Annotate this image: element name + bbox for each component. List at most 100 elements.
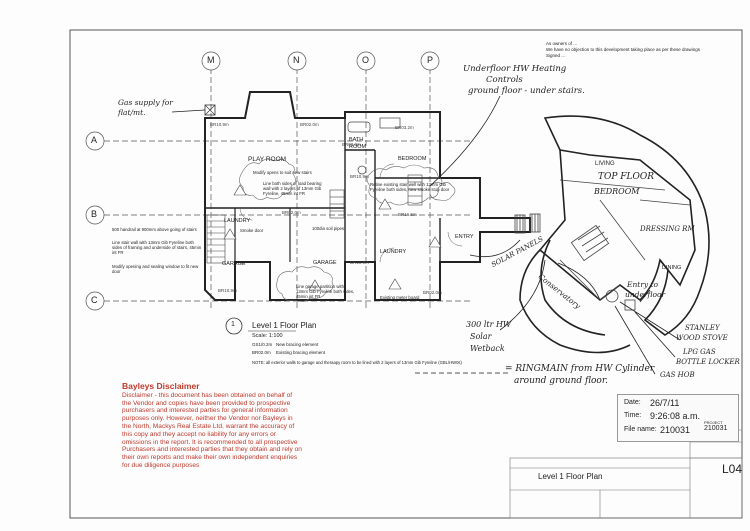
svg-text:BR16.5m: BR16.5m — [398, 212, 417, 217]
sheet-border — [69, 29, 743, 519]
grid-bubble-n — [287, 51, 307, 71]
note-line-garage-partition: Line garage partition with 13mm Gib Fyre… — [296, 284, 355, 299]
note-modify-opening: Modify opening and sealing window to fit… — [112, 264, 199, 274]
room-play-room: PLAY ROOM — [248, 156, 287, 163]
hw-gas-supply: Gas supply for flat/mt. — [118, 98, 173, 117]
room-laundry-center: LAUNDRY — [380, 249, 407, 255]
svg-text:BR02.0m: BR02.0m — [342, 142, 361, 147]
stamp-time-value: 9:26:08 a.m. — [650, 411, 701, 421]
note-existing-meter: Existing meter board — [380, 295, 420, 300]
svg-text:BR02.0m: BR02.0m — [423, 290, 442, 295]
svg-text:BR10.9m: BR10.9m — [350, 174, 369, 179]
hw-entry-underfloor-2: underfloor — [625, 290, 666, 299]
project-number: 210031 — [704, 425, 728, 432]
handwritten-leaders — [171, 95, 681, 375]
room-living: LIVING — [595, 161, 615, 167]
note-handrail: 500 handrail at 900mm above going of sta… — [112, 227, 197, 232]
hw-wetback: Wetback — [470, 344, 505, 353]
grid-row-c-label: C — [91, 295, 98, 305]
hw-stanley: STANLEY — [685, 324, 720, 332]
grid-col-o-label: O — [362, 55, 370, 65]
drawing-title: Level 1 Floor Plan — [538, 472, 603, 481]
svg-text:BR10.9m: BR10.9m — [210, 122, 229, 127]
stamp-time-label: Time: — [624, 412, 642, 419]
room-bedroom: BEDROOM — [398, 156, 427, 162]
svg-text:BR02.0m: BR02.0m — [300, 122, 319, 127]
bracing-markers — [223, 184, 442, 291]
sheet-number: L04 — [722, 462, 743, 476]
owner-note-2: We have no objection to this development… — [546, 47, 701, 52]
hw-lpg-gas: LPG GAS — [683, 348, 716, 356]
grid-bubble-o — [356, 51, 376, 71]
room-bath-room: BATH ROOM — [349, 137, 367, 150]
grid-bubble-a — [85, 131, 105, 151]
hw-controls: Controls — [486, 75, 523, 85]
hw-gas-hob: GAS HOB — [660, 371, 695, 379]
legend-scale: Scale: 1:100 — [252, 333, 283, 339]
stamp-file-value: 210031 — [660, 425, 691, 435]
hw-underfloor: Underfloor HW Heating — [463, 64, 567, 74]
hw-300-ltr: 300 ltr HW — [466, 320, 512, 329]
stamp-file-label: File name: — [624, 426, 657, 433]
note-walls-line: 100dia soil pipes — [312, 226, 345, 231]
hw-entry-underfloor-1: Entry to — [627, 280, 659, 289]
grid-columns — [201, 51, 440, 310]
owner-note-3: Signed ... — [546, 53, 566, 58]
level-marker — [225, 317, 243, 335]
grid-col-n-label: N — [293, 55, 300, 65]
note-new-smoke-stop: Retine existing stair well with 13mm Gib… — [370, 182, 450, 192]
room-laundry-left: LAUNDRY — [224, 218, 251, 224]
grid-bubble-p — [420, 51, 440, 71]
grid-bubble-b — [85, 205, 105, 225]
room-dressing-rm: DRESSING RM — [640, 225, 695, 233]
hw-ringmain: = RINGMAIN from HW Cylinder — [505, 364, 655, 374]
disclaimer-heading: Bayleys Disclaimer — [122, 381, 200, 391]
hw-solar: Solar — [470, 332, 492, 341]
note-line-stair-wall: Line stair wall with 13mm Gib Fyreline b… — [112, 240, 202, 255]
date-stamp: Date: 26/7/11 Time: 9:26:08 a.m. File na… — [617, 394, 739, 442]
svg-text:BR10.9m: BR10.9m — [218, 288, 237, 293]
grid-col-m-label: M — [207, 55, 215, 65]
room-bedroom-upper: BEDROOM — [594, 187, 640, 196]
door-swings — [239, 163, 463, 263]
room-garage-center: GARAGE — [313, 260, 337, 266]
legend-key1-code: GS1/0.2m — [252, 342, 273, 347]
hw-around-ground: around ground floor. — [514, 376, 609, 386]
room-dining: DINING — [662, 265, 682, 271]
owner-note-1: As owners of ... — [546, 41, 578, 46]
room-top-floor: TOP FLOOR — [598, 172, 655, 182]
room-entry: ENTRY — [455, 234, 474, 240]
building-walls — [204, 91, 531, 301]
grid-bubble-c — [85, 291, 105, 311]
stairs — [206, 174, 423, 264]
level-marker-number: 1 — [231, 321, 235, 328]
note-line-both-sides: Line both sides of load bearing wall wit… — [263, 181, 322, 196]
bath-fixtures — [347, 117, 401, 175]
project-label: PROJECT — [704, 420, 723, 425]
legend-title: Level 1 Floor Plan — [252, 321, 317, 330]
svg-text:BR02.0m: BR02.0m — [282, 210, 301, 215]
upper-floor-interior — [514, 179, 691, 311]
stamp-date-value: 26/7/11 — [650, 398, 680, 408]
stamp-date-label: Date: — [624, 399, 641, 406]
hw-wood-stove: WOOD STOVE — [676, 334, 728, 342]
note-smoke-door: Smoke door — [240, 228, 264, 233]
svg-text:BR03.2m: BR03.2m — [395, 125, 414, 130]
upper-floor-outline — [519, 115, 710, 354]
hw-ground-floor: ground floor - under stairs. — [468, 86, 585, 96]
bayleys-disclaimer: Bayleys Disclaimer Disclaimer - this doc… — [122, 381, 302, 470]
title-block — [509, 418, 743, 519]
grid-col-p-label: P — [427, 55, 434, 65]
revision-clouds — [239, 158, 456, 302]
disclaimer-body: Disclaimer - this document has been obta… — [122, 391, 302, 469]
note-new-stairs: Modify opens to suit new stairs — [253, 170, 312, 175]
legend-note: NOTE: all exterior walls to garage and t… — [252, 360, 462, 365]
svg-text:BR10.9m: BR10.9m — [350, 260, 369, 265]
hw-bottle-locker: BOTTLE LOCKER — [676, 358, 740, 366]
grid-row-b-label: B — [91, 209, 98, 219]
legend-key2-text: Existing bracing element — [276, 350, 326, 355]
grid-row-a-label: A — [91, 135, 98, 145]
grid-bubble-m — [201, 51, 221, 71]
